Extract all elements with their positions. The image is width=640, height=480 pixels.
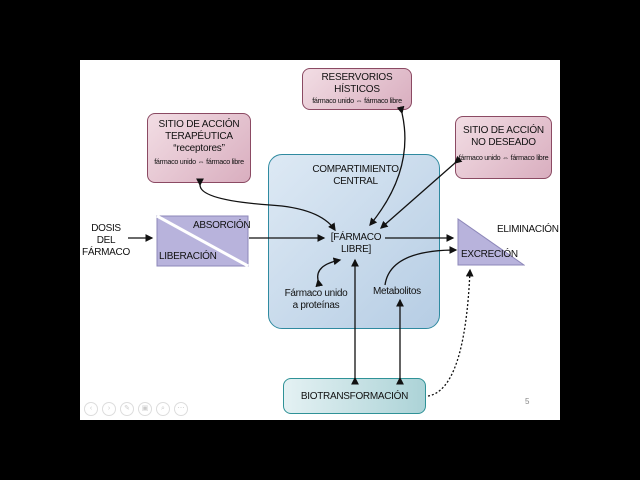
more-options-button[interactable]: ⋯ [174,402,188,416]
sitio-terapeutico-title-3: “receptores” [173,143,225,154]
pen-icon: ✎ [124,405,130,412]
dosis-line3: FÁRMACO [82,247,130,258]
sitio-terapeutico-box: SITIO DE ACCIÓN TERAPÉUTICA “receptores”… [147,113,251,183]
presentation-slide: COMPARTIMIENTO CENTRAL RESERVORIOS HÍSTI… [80,60,560,420]
eliminacion-label: ELIMINACIÓN [497,224,559,235]
sitio-no-deseado-title-2: NO DESEADO [471,137,536,148]
sitio-terapeutico-title-1: SITIO DE ACCIÓN [158,119,240,130]
sitio-no-deseado-equilibrium: fármaco unido ⇔ fármaco libre [458,153,549,162]
excrecion-label: EXCRECIÓN [461,249,518,260]
biotransformacion-label: BIOTRANSFORMACIÓN [300,390,409,402]
central-label-line1: COMPARTIMIENTO [312,164,399,175]
pen-button[interactable]: ✎ [120,402,134,416]
sitio-no-deseado-box: SITIO DE ACCIÓN NO DESEADO fármaco unido… [455,116,552,179]
farmaco-libre-line2: LIBRE] [341,244,371,255]
reservorios-title-1: RESERVORIOS [321,72,393,83]
dosis-label: DOSIS DEL FÁRMACO [80,223,132,259]
zoom-button[interactable]: ⌕ [156,402,170,416]
excrecion-triangle [457,218,525,266]
sitio-terapeutico-title-2: TERAPÉUTICA [165,131,233,142]
sitio-terapeutico-equilibrium: fármaco unido ⇔ fármaco libre [154,157,244,166]
dosis-line1: DOSIS [91,223,121,234]
absorcion-label: ABSORCIÓN [193,220,251,231]
slide-page-number: 5 [525,397,530,406]
reservorios-histicos-box: RESERVORIOS HÍSTICOS fármaco unido ⇔ fár… [302,68,412,110]
central-compartment-label: COMPARTIMIENTO CENTRAL [308,164,403,188]
central-label-line2: CENTRAL [333,176,378,187]
sitio-no-deseado-title-1: SITIO DE ACCIÓN [463,125,544,136]
farmaco-libre-label: [FÁRMACO LIBRE] [328,232,384,256]
previous-icon: ‹ [89,405,93,412]
reservorios-equilibrium: fármaco unido ⇔ fármaco libre [312,96,402,105]
biotransformacion-box: BIOTRANSFORMACIÓN [283,378,426,414]
slides-icon: ▣ [141,405,149,412]
dosis-line2: DEL [96,235,116,246]
farmaco-unido-proteinas-label: Fármaco unido a proteínas [280,288,352,312]
previous-slide-button[interactable]: ‹ [84,402,98,416]
next-icon: › [107,405,111,412]
next-slide-button[interactable]: › [102,402,116,416]
farmaco-libre-line1: [FÁRMACO [330,232,382,243]
more-icon: ⋯ [177,405,185,412]
unido-proteinas-line1: Fármaco unido [284,288,348,299]
slides-button[interactable]: ▣ [138,402,152,416]
unido-proteinas-line2: a proteínas [292,300,340,311]
metabolitos-label: Metabolitos [373,286,421,297]
liberacion-label: LIBERACIÓN [159,251,217,262]
zoom-icon: ⌕ [161,405,165,412]
reservorios-title-2: HÍSTICOS [334,84,380,95]
